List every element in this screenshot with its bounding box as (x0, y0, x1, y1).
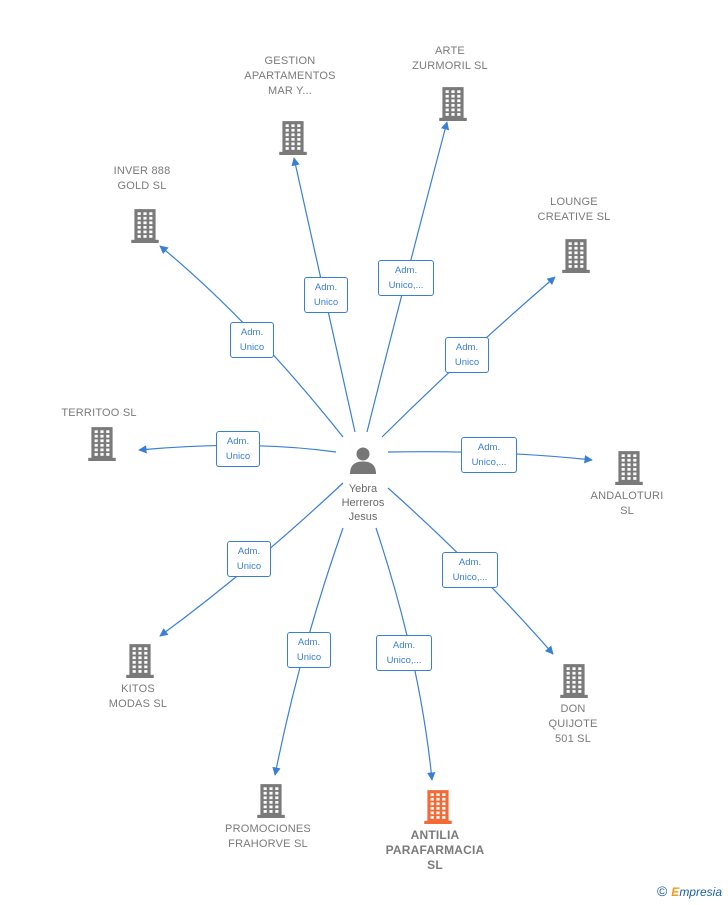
role-badge-gestion[interactable]: Adm. Unico (304, 277, 348, 313)
brand-initial: E (671, 885, 680, 899)
building-icon-lounge[interactable] (560, 237, 592, 278)
company-label-andaloturi[interactable]: ANDALOTURI SL (590, 490, 664, 517)
company-label-donquijote[interactable]: DON QUIJOTE 501 SL (548, 703, 598, 745)
role-badge-kitos[interactable]: Adm. Unico (227, 541, 271, 577)
building-icon-kitos[interactable] (124, 642, 156, 683)
building-icon-territoo[interactable] (86, 425, 118, 466)
role-badge-promociones[interactable]: Adm. Unico (287, 632, 331, 668)
copyright-icon: © (656, 883, 668, 899)
company-label-arte[interactable]: ARTE ZURMORIL SL (412, 45, 488, 72)
building-icon-inver[interactable] (129, 207, 161, 248)
building-icon-promociones[interactable] (255, 782, 287, 823)
brand-footer: ©Empresia (657, 883, 722, 899)
company-label-gestion[interactable]: GESTION APARTAMENTOS MAR Y... (244, 55, 336, 97)
building-icon-gestion[interactable] (277, 119, 309, 160)
person-icon[interactable] (348, 445, 378, 480)
person-name[interactable]: Yebra Herreros Jesus (341, 483, 385, 523)
company-label-kitos[interactable]: KITOS MODAS SL (108, 683, 168, 710)
role-badge-antilia[interactable]: Adm. Unico,... (376, 635, 432, 671)
role-badge-andaloturi[interactable]: Adm. Unico,... (461, 437, 517, 473)
company-label-lounge[interactable]: LOUNGE CREATIVE SL (537, 196, 611, 223)
role-badge-donquijote[interactable]: Adm. Unico,... (442, 552, 498, 588)
role-badge-territoo[interactable]: Adm. Unico (216, 431, 260, 467)
company-label-inver[interactable]: INVER 888 GOLD SL (113, 165, 171, 192)
role-badge-lounge[interactable]: Adm. Unico (445, 337, 489, 373)
role-badge-arte[interactable]: Adm. Unico,... (378, 260, 434, 296)
role-badge-inver[interactable]: Adm. Unico (230, 322, 274, 358)
company-label-antilia[interactable]: ANTILIA PARAFARMACIA SL (385, 828, 485, 872)
building-icon-antilia[interactable] (422, 788, 454, 829)
company-label-promociones[interactable]: PROMOCIONES FRAHORVE SL (225, 823, 311, 850)
company-label-territoo[interactable]: TERRITOO SL (61, 407, 137, 419)
building-icon-andaloturi[interactable] (613, 449, 645, 490)
building-icon-arte[interactable] (437, 85, 469, 126)
brand-name: mpresia (679, 885, 722, 899)
building-icon-donquijote[interactable] (558, 662, 590, 703)
